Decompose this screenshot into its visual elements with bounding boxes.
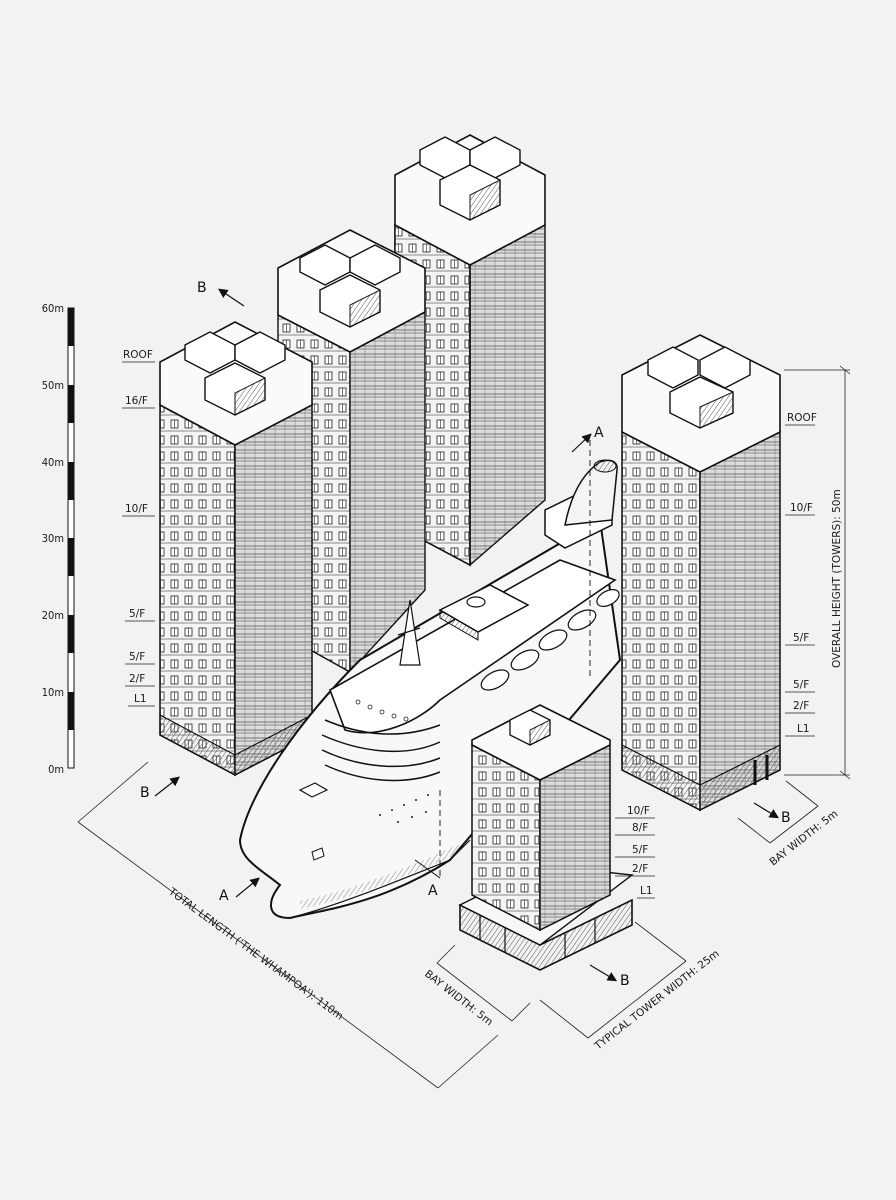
level-label-l1: L1 (797, 723, 810, 735)
level-label-8f: 8/F (632, 822, 648, 834)
svg-text:B: B (197, 280, 207, 296)
lifeboats (480, 589, 620, 691)
svg-text:B: B (140, 785, 150, 801)
tower-front (458, 704, 634, 971)
level-label-10f: 10/F (790, 502, 813, 514)
level-label-roof: ROOF (787, 412, 817, 424)
svg-text:A: A (428, 883, 438, 899)
level-label-2f: 2/F (129, 673, 145, 685)
portholes (355, 699, 409, 722)
level-label-5f-b: 5/F (129, 651, 145, 663)
bay-width-front-label: BAY WIDTH: 5m (422, 968, 495, 1029)
level-label-5f-a: 5/F (793, 632, 809, 644)
svg-text:B: B (620, 973, 630, 989)
level-label-16f: 16/F (125, 395, 148, 407)
ship-the-whampoa (238, 459, 622, 920)
level-label-5f-b: 5/F (793, 679, 809, 691)
overall-height-label: OVERALL HEIGHT (TOWERS): 50m (831, 489, 843, 668)
level-label-5f: 5/F (632, 844, 648, 856)
section-marker-b-front: B (589, 964, 630, 989)
section-marker-a-bottom-left: A (219, 877, 260, 904)
overall-height-dimension: OVERALL HEIGHT (TOWERS): 50m (784, 365, 851, 780)
level-label-2f: 2/F (793, 700, 809, 712)
level-label-2f: 2/F (632, 863, 648, 875)
scale-tick-40: 40m (42, 456, 64, 469)
tower-width-label: TYPICAL TOWER WIDTH: 25m (592, 948, 722, 1053)
section-marker-b-right: B (753, 802, 791, 826)
level-label-5f-a: 5/F (129, 608, 145, 620)
svg-text:A: A (219, 888, 229, 904)
right-tower-level-labels: ROOF 10/F 5/F 5/F 2/F L1 (785, 412, 817, 737)
scale-tick-30: 30m (42, 532, 64, 545)
scale-tick-0: 0m (48, 763, 64, 776)
scale-tick-20: 20m (42, 609, 64, 622)
section-marker-a-top: A (571, 425, 604, 680)
svg-text:B: B (781, 810, 791, 826)
section-marker-b-top: B (197, 280, 245, 307)
svg-text:A: A (594, 425, 604, 441)
scale-tick-10: 10m (42, 686, 64, 699)
left-tower-level-labels: ROOF 16/F 10/F 5/F 5/F 2/F L1 (122, 349, 155, 707)
level-label-roof: ROOF (123, 349, 153, 361)
tower-left (159, 321, 313, 777)
section-marker-b-left: B (140, 776, 180, 801)
scale-tick-60: 60m (42, 302, 64, 315)
level-label-10f: 10/F (125, 503, 148, 515)
level-label-10f: 10/F (627, 805, 650, 817)
scale-tick-50: 50m (42, 379, 64, 392)
front-tower-level-labels: 10/F 8/F 5/F 2/F L1 (615, 805, 655, 899)
level-label-l1: L1 (640, 885, 653, 897)
level-label-l1: L1 (134, 693, 147, 705)
tower-right (621, 334, 781, 812)
scale-bar: 60m 50m 40m 30m 20m 10m 0m (42, 302, 75, 776)
section-marker-a-bottom: A (414, 790, 441, 899)
